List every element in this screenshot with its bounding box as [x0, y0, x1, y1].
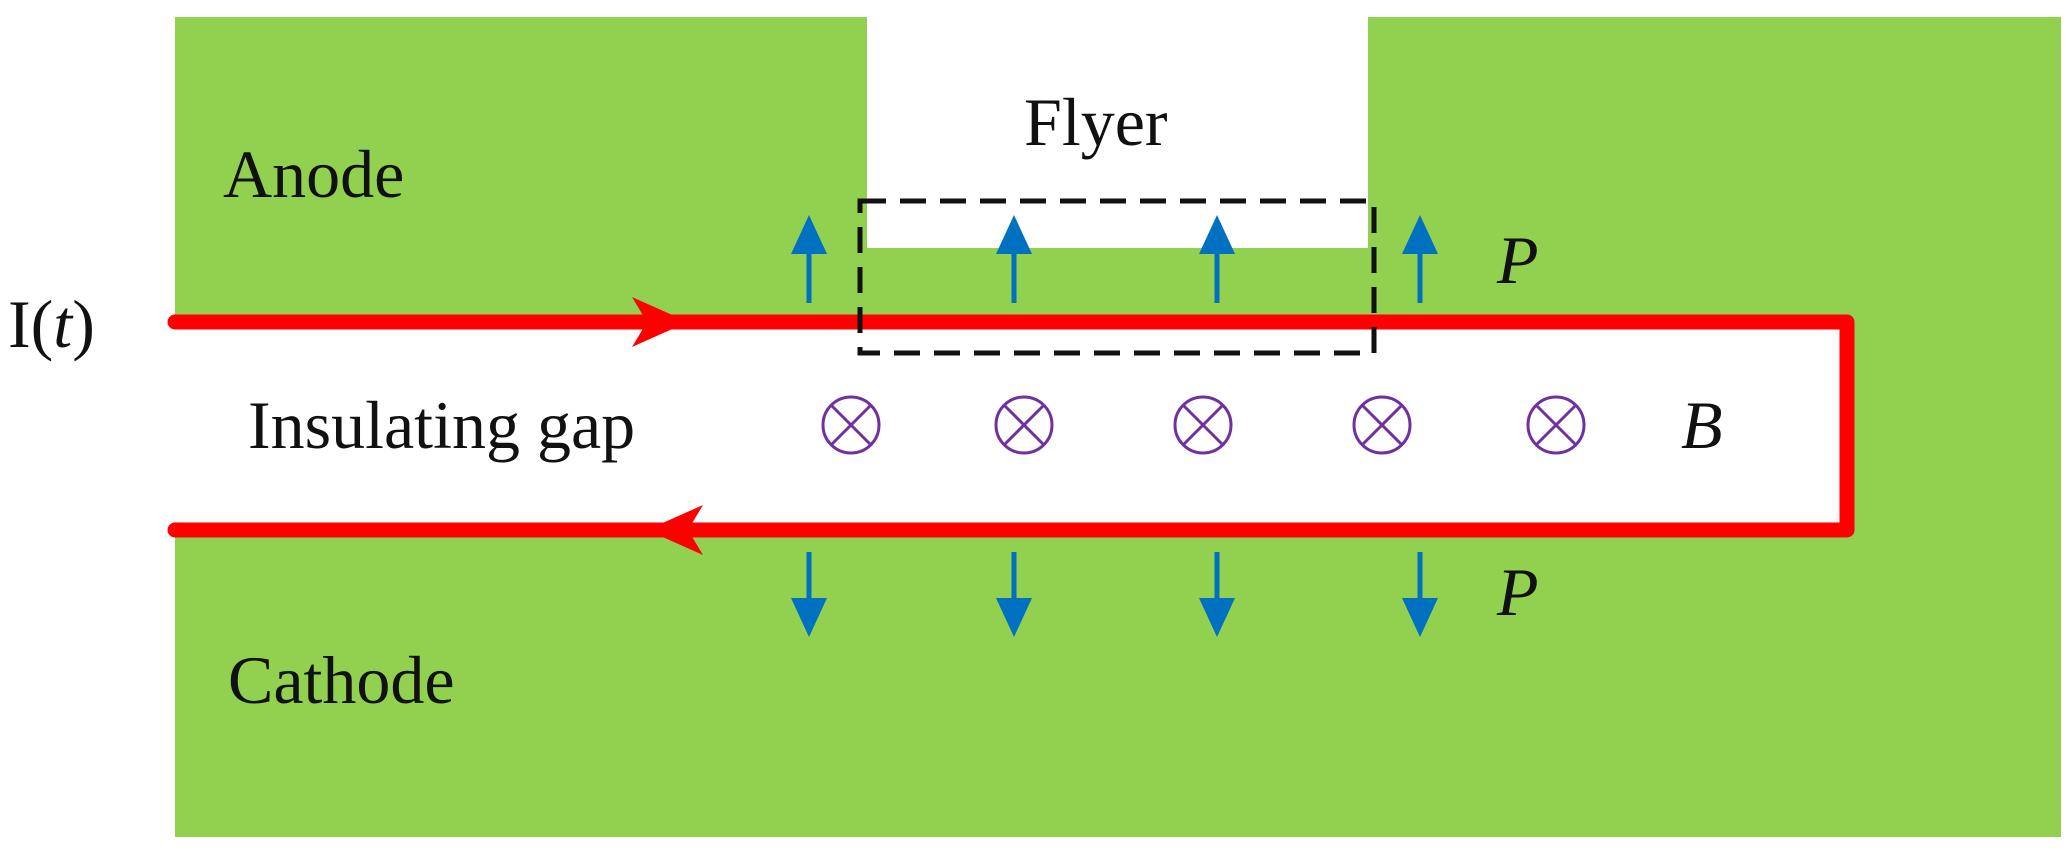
current-arrowhead-right	[632, 297, 688, 347]
pressure-arrow-down-icon	[1402, 552, 1438, 637]
flyer-region-dashed-box	[857, 198, 1377, 356]
pressure-arrow-down-icon	[996, 552, 1032, 637]
current-loop	[167, 297, 1855, 555]
current-path	[167, 314, 1855, 538]
field-into-page-icon	[1352, 395, 1412, 455]
pressure-label-bottom: P	[1496, 554, 1539, 630]
field-into-page-icon	[1173, 395, 1233, 455]
pressure-arrow-up-icon	[1402, 215, 1438, 303]
magnetic-field-symbols	[821, 395, 1586, 455]
current-label: I(t)	[8, 286, 95, 362]
cathode-label: Cathode	[228, 642, 455, 718]
current-label-variable: t	[53, 286, 74, 362]
pressure-label-top: P	[1496, 222, 1539, 298]
pressure-arrows-down	[791, 552, 1438, 637]
flyer-plate	[867, 248, 1368, 322]
pressure-arrow-up-icon	[791, 215, 827, 303]
anode-return-block	[1847, 322, 2061, 530]
pressure-arrow-up-icon	[996, 215, 1032, 303]
pressure-arrows-up	[791, 215, 1438, 303]
anode-left-block	[175, 17, 867, 322]
pressure-arrow-down-icon	[1199, 552, 1235, 637]
field-into-page-icon	[994, 395, 1054, 455]
anode-right-block	[1368, 17, 2061, 322]
anode-label: Anode	[223, 136, 404, 212]
field-into-page-icon	[1526, 395, 1586, 455]
magnetic-field-label: B	[1681, 387, 1723, 463]
current-label-prefix: I(	[8, 286, 53, 362]
flyer-label: Flyer	[1024, 84, 1168, 160]
pressure-arrow-down-icon	[791, 552, 827, 637]
pressure-arrow-up-icon	[1199, 215, 1235, 303]
field-into-page-icon	[821, 395, 881, 455]
current-label-suffix: )	[72, 286, 95, 362]
electrodes	[175, 17, 2061, 837]
insulating-gap-label: Insulating gap	[248, 387, 635, 463]
current-arrowhead-left	[647, 505, 703, 555]
cathode-block	[175, 530, 2061, 837]
